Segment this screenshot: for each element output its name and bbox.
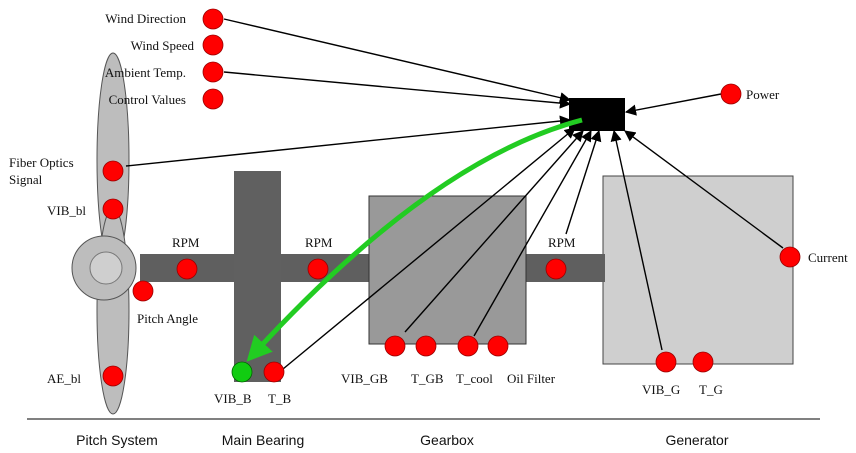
label-rpm-main-shaft: RPM [305,235,333,250]
section-generator: Generator [665,432,728,448]
section-main-bearing: Main Bearing [222,432,305,448]
label-vib-b: VIB_B [214,391,252,406]
label-vib-bl: VIB_bl [47,203,86,218]
arrow-wind-direction [223,18,572,104]
arrow-vib-gb [404,130,584,333]
arrow-rpm-generator [565,129,602,235]
sensor-rpm-rotor [176,258,198,280]
label-ambient-temp: Ambient Temp. [105,65,186,80]
signal-arrows [125,18,784,370]
sensor-wind-speed [202,34,224,56]
label-vib-gb: VIB_GB [341,371,388,386]
sensor-t-g [692,351,714,373]
arrow-ambient-temp [223,71,572,109]
label-t-b: T_B [268,391,291,406]
section-gearbox: Gearbox [420,432,474,448]
sensor-ambient-temp [202,61,224,83]
label-rpm-rotor: RPM [172,235,200,250]
rotor-hub-inner [89,251,123,285]
label-t-cool: T_cool [456,371,493,386]
label-fiber-optics-line1: Fiber Optics [9,155,74,170]
rotor [71,52,137,415]
sensor-t-b [263,361,285,383]
data-flow-arrow [246,117,583,362]
sensor-fiber-optics [102,160,124,182]
arrow-current [624,130,784,249]
central-processing-unit [569,98,625,131]
label-t-gb: T_GB [411,371,444,386]
sensor-rpm-generator [545,258,567,280]
label-control-values: Control Values [109,92,186,107]
arrow-power [624,93,722,116]
label-wind-direction: Wind Direction [105,11,186,26]
sensor-current [779,246,801,268]
sensor-power [720,83,742,105]
label-current: Current [808,250,848,265]
sensor-t-cool [457,335,479,357]
sensor-ae-bl [102,365,124,387]
sensor-rpm-main-shaft [307,258,329,280]
sensor-wind-direction [202,8,224,30]
sensor-vib-b [231,361,253,383]
label-pitch-angle: Pitch Angle [137,311,198,326]
label-rpm-generator: RPM [548,235,576,250]
section-pitch-system: Pitch System [76,432,158,448]
label-fiber-optics-line2: Signal [9,172,43,187]
label-oil-filter: Oil Filter [507,371,556,386]
sensor-vib-g [655,351,677,373]
arrow-fiber-optics [125,115,572,167]
arrow-t-cool [473,130,592,337]
generator-body [602,175,794,365]
label-t-g: T_G [699,382,723,397]
sensor-dots [102,8,801,387]
sensor-control-values [202,88,224,110]
sensor-oil-filter [487,335,509,357]
arrow-vib-g [610,129,663,351]
sensor-vib-gb [384,335,406,357]
sensor-t-gb [415,335,437,357]
label-wind-speed: Wind Speed [131,38,195,53]
sensor-vib-bl [102,198,124,220]
label-power: Power [746,87,780,102]
gearbox-body [368,195,527,345]
label-ae-bl: AE_bl [47,371,81,386]
sensor-pitch-angle [132,280,154,302]
arrow-t-b [282,127,576,370]
label-vib-g: VIB_G [642,382,680,397]
